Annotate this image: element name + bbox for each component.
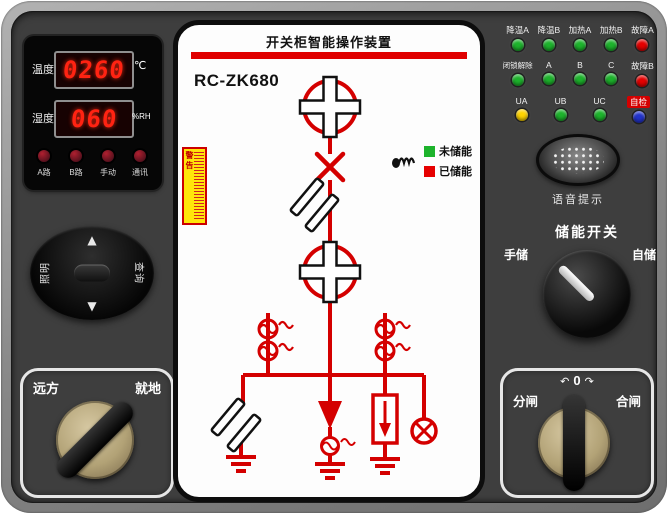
charge-state-legend: 未储能 已储能 <box>390 143 472 179</box>
led <box>511 74 524 86</box>
humidity-unit: %RH <box>132 112 151 121</box>
remote-label: 远方 <box>33 381 60 396</box>
neutral-position-label: 0 <box>573 373 581 388</box>
comm-button[interactable] <box>134 150 146 162</box>
indicator-heating-a: 加热A <box>564 24 595 51</box>
indicator-self-test: 自检 <box>619 96 658 123</box>
open-close-panel: ↶0↷ 分闸 合闸 <box>500 368 654 498</box>
indicator-heating-b: 加热B <box>596 24 627 51</box>
temperature-value: 0260 <box>61 56 127 84</box>
indicator-uc: UC <box>580 96 619 123</box>
knob-pointer-stripe <box>556 263 596 303</box>
temperature-display: 0260 <box>54 51 134 89</box>
circuit-b-button-label: B路 <box>69 168 83 177</box>
warning-text: 警告 <box>185 151 194 171</box>
temperature-label: 温度 <box>32 64 54 76</box>
charge-switch-title: 储能开关 <box>555 224 619 240</box>
legend-row-charged: 已储能 <box>424 163 472 179</box>
center-button[interactable] <box>74 264 110 282</box>
led <box>515 109 528 121</box>
led <box>605 39 618 51</box>
navigation-pad: ▲ ▼ 照明 查询 <box>30 226 154 320</box>
model-number: RC-ZK680 <box>194 71 280 90</box>
single-line-diagram <box>210 75 438 480</box>
knob-handle <box>52 397 138 483</box>
speaker-grille <box>536 134 620 186</box>
indicator-cooling-b: 降温B <box>533 24 564 51</box>
circuit-b-button[interactable] <box>70 150 82 162</box>
indicator-row-2: 闭锁解除 A B C 故障B <box>502 60 658 87</box>
green-swatch <box>424 145 435 157</box>
light-button[interactable]: 照明 <box>40 262 52 284</box>
led <box>574 39 586 51</box>
indicator-phase-a: A <box>533 60 564 87</box>
indicator-cooling-a: 降温A <box>502 24 533 51</box>
legend-row-uncharged: 未储能 <box>424 143 472 159</box>
warning-sticker: 警告 <box>182 147 207 225</box>
circuit-a-button[interactable] <box>38 150 50 162</box>
indicator-ua: UA <box>502 96 541 123</box>
manual-button-label: 手动 <box>100 168 116 177</box>
indicator-row-3: UA UB UC 自检 <box>502 96 658 123</box>
red-swatch <box>424 165 435 177</box>
indicator-phase-b: B <box>564 60 595 87</box>
indicator-interlock-release: 闭锁解除 <box>502 60 533 87</box>
knob-handle <box>563 395 585 491</box>
led <box>636 75 649 87</box>
led <box>632 111 645 123</box>
speaker-holes <box>552 146 604 174</box>
temperature-unit: ℃ <box>134 60 147 72</box>
local-label: 就地 <box>134 381 161 396</box>
led <box>511 39 524 51</box>
down-arrow-button[interactable]: ▼ <box>87 299 97 313</box>
indicator-fault-a: 故障A <box>627 24 658 51</box>
return-arrow-right-icon: ↷ <box>584 375 594 388</box>
indicator-ub: UB <box>541 96 580 123</box>
humidity-value: 060 <box>69 105 119 133</box>
charge-mode-knob[interactable] <box>543 250 631 338</box>
comm-button-label: 通讯 <box>132 168 148 177</box>
voice-prompt-label: 语音提示 <box>552 194 604 206</box>
led <box>605 73 618 85</box>
indicator-phase-c: C <box>596 60 627 87</box>
remote-local-panel: 远方 就地 <box>20 368 174 498</box>
led <box>574 73 586 85</box>
led <box>542 73 555 85</box>
led <box>554 109 567 121</box>
led <box>636 39 649 51</box>
screen-title: 开关柜智能操作装置 <box>265 35 392 50</box>
spring-coil-icon <box>392 157 416 168</box>
uncharged-label: 未储能 <box>439 146 472 158</box>
spring-return-mark: ↶0↷ <box>503 372 651 390</box>
manual-button[interactable] <box>102 150 114 162</box>
remote-local-knob[interactable] <box>52 397 138 483</box>
circuit-a-button-label: A路 <box>37 168 51 177</box>
humidity-display: 060 <box>54 100 134 138</box>
up-arrow-button[interactable]: ▲ <box>87 233 97 247</box>
humidity-label: 湿度 <box>32 113 54 125</box>
title-underline <box>191 52 467 59</box>
charged-label: 已储能 <box>439 166 472 178</box>
return-arrow-left-icon: ↶ <box>560 375 570 388</box>
auto-charge-label: 自储 <box>632 248 657 262</box>
query-button[interactable]: 查询 <box>132 262 144 284</box>
warning-fine-print <box>194 152 204 220</box>
manual-charge-label: 手储 <box>504 248 529 262</box>
temp-humidity-meter: 温度 0260 ℃ 湿度 060 %RH A路 B路 手动 通讯 <box>24 36 162 190</box>
mimic-screen: 开关柜智能操作装置 RC-ZK680 <box>173 20 485 502</box>
indicator-fault-b: 故障B <box>627 60 658 87</box>
open-close-knob[interactable] <box>538 395 610 491</box>
indicator-row-1: 降温A 降温B 加热A 加热B 故障A <box>502 24 658 51</box>
led <box>593 109 606 121</box>
open-label: 分闸 <box>513 395 539 409</box>
close-label: 合闸 <box>615 395 641 409</box>
led <box>542 39 555 51</box>
